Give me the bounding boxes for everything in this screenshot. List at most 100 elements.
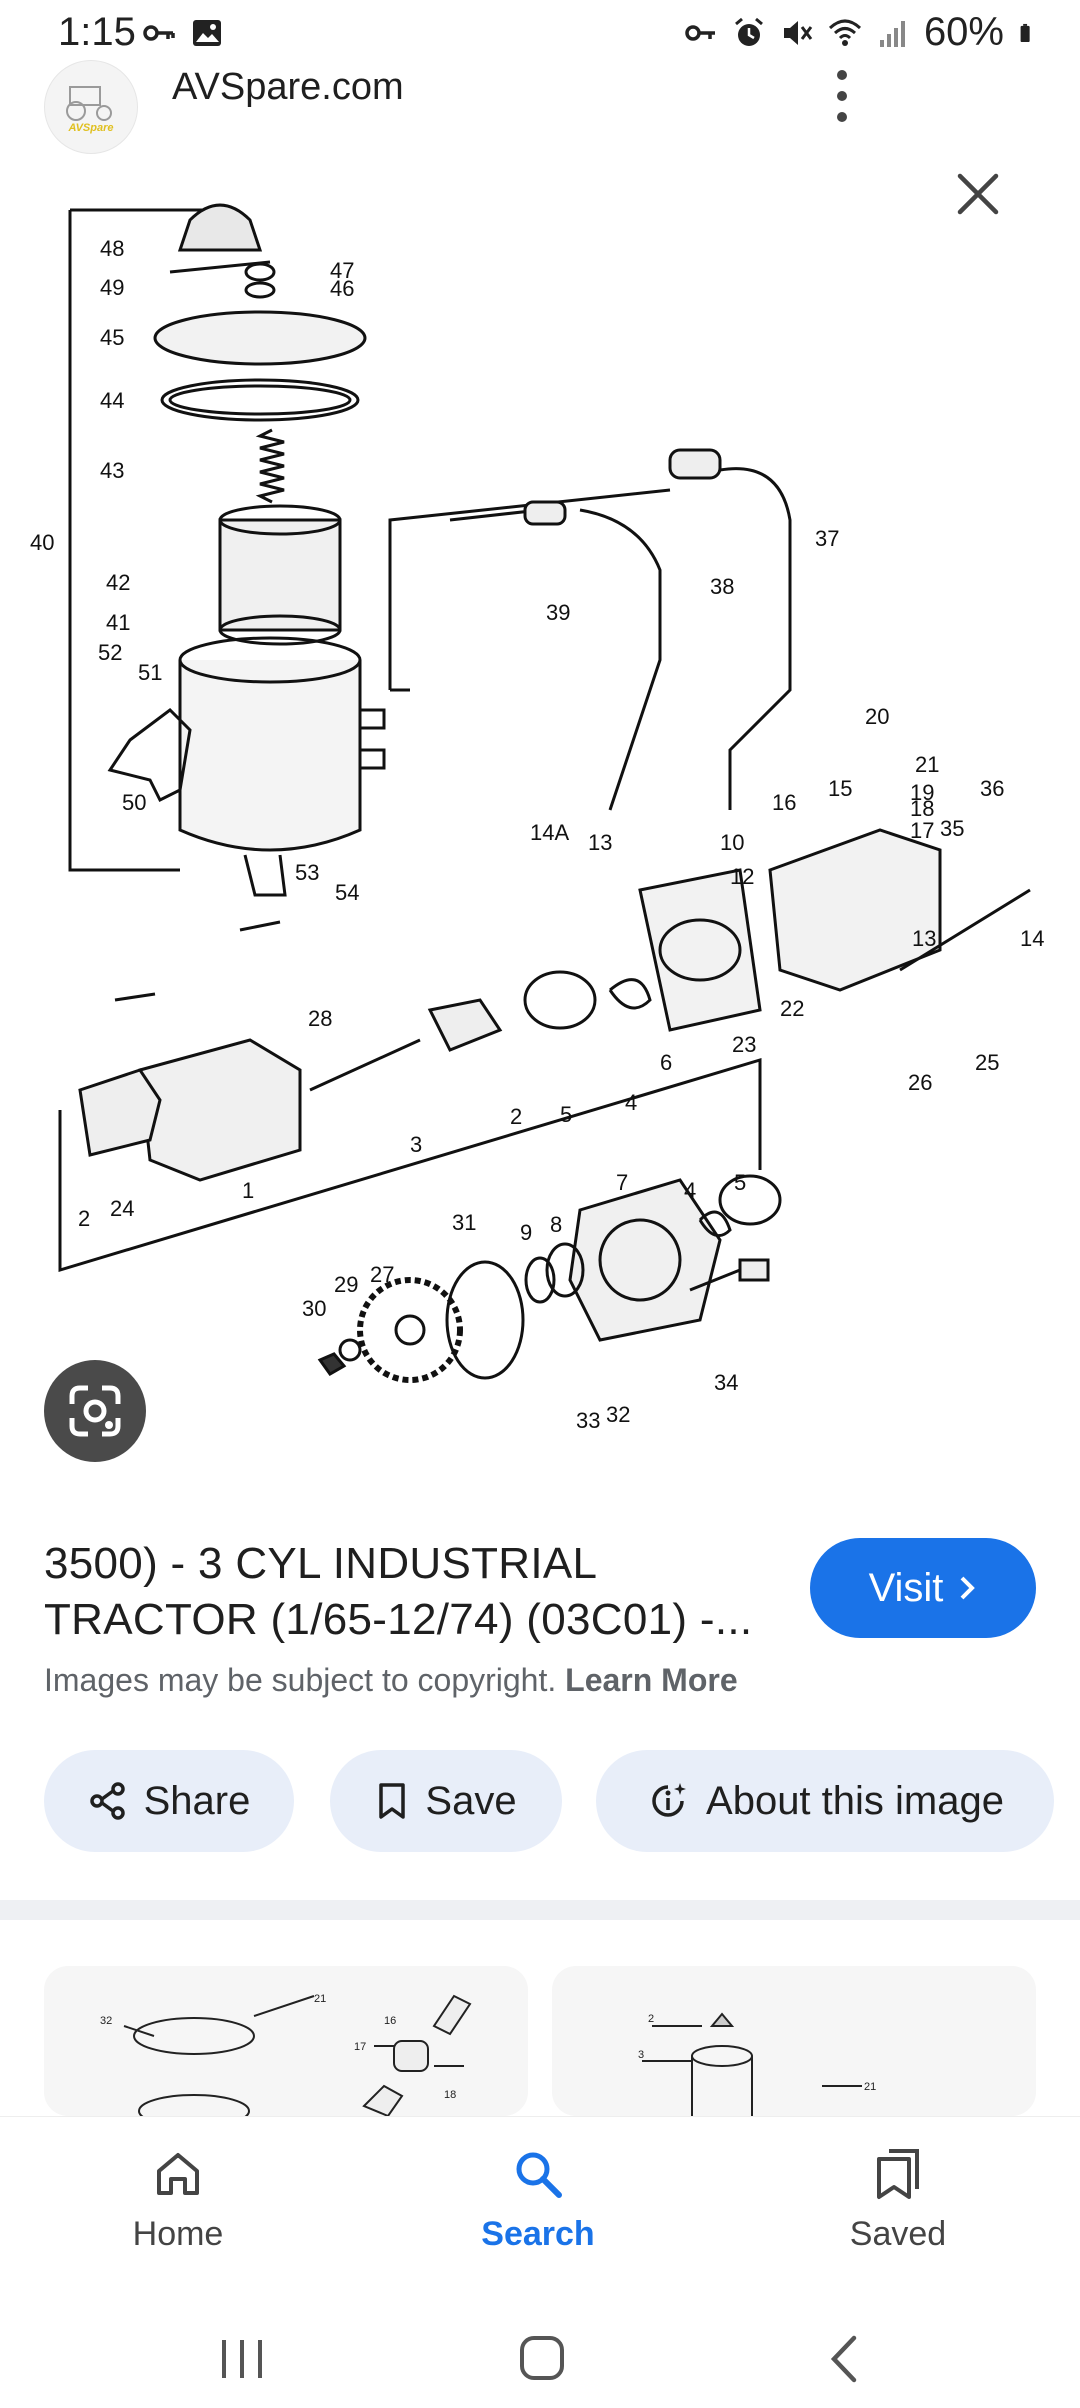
svg-text:15: 15: [828, 776, 852, 801]
site-name[interactable]: AVSpare.com: [172, 66, 404, 108]
svg-text:21: 21: [314, 1993, 326, 2005]
chevron-right-icon: [961, 1576, 976, 1600]
svg-text:17: 17: [910, 818, 934, 843]
nav-search-label: Search: [481, 2215, 595, 2253]
svg-text:49: 49: [100, 275, 124, 300]
status-bar: 1:15 60%: [0, 0, 1080, 70]
more-dot-icon: [837, 112, 847, 122]
svg-text:52: 52: [98, 640, 122, 665]
site-logo[interactable]: AVSpare: [44, 60, 138, 154]
svg-text:35: 35: [940, 816, 964, 841]
svg-text:23: 23: [732, 1032, 756, 1057]
svg-text:13: 13: [912, 926, 936, 951]
svg-text:51: 51: [138, 660, 162, 685]
svg-text:16: 16: [772, 790, 796, 815]
visit-label: Visit: [868, 1565, 944, 1610]
svg-text:45: 45: [100, 325, 124, 350]
svg-text:3: 3: [638, 2049, 644, 2061]
related-diagram-image: 32 21 16 17 18: [100, 1993, 472, 2116]
svg-text:22: 22: [780, 996, 804, 1021]
svg-text:16: 16: [384, 2015, 396, 2027]
svg-text:13: 13: [588, 830, 612, 855]
related-diagram-image: 23 21: [638, 2012, 876, 2116]
svg-text:53: 53: [295, 860, 319, 885]
svg-text:6: 6: [660, 1050, 672, 1075]
system-home-icon[interactable]: [512, 2332, 572, 2386]
svg-text:47: 47: [330, 258, 354, 283]
mute-icon: [783, 20, 813, 45]
svg-text:7: 7: [616, 1170, 628, 1195]
svg-text:18: 18: [444, 2089, 456, 2101]
visit-button[interactable]: Visit: [810, 1538, 1036, 1638]
svg-text:32: 32: [100, 2015, 112, 2027]
svg-text:17: 17: [354, 2041, 366, 2053]
svg-text:21: 21: [915, 752, 939, 777]
nav-home[interactable]: Home: [78, 2147, 278, 2277]
lens-search-button[interactable]: [44, 1360, 146, 1462]
svg-text:31: 31: [452, 1210, 476, 1235]
svg-text:39: 39: [546, 600, 570, 625]
battery-icon: [1020, 23, 1030, 42]
svg-text:36: 36: [980, 776, 1004, 801]
share-button[interactable]: Share: [44, 1750, 294, 1852]
close-icon[interactable]: [950, 166, 1006, 222]
back-icon[interactable]: [816, 2332, 876, 2386]
related-image-thumbnail[interactable]: 32 21 16 17 18: [44, 1966, 528, 2116]
saved-collections-icon: [877, 2149, 919, 2199]
more-options-button[interactable]: [822, 64, 862, 128]
key-icon: [143, 25, 175, 41]
status-right: 60%: [684, 10, 1040, 55]
search-icon: [516, 2152, 562, 2198]
recents-icon[interactable]: [212, 2332, 272, 2386]
save-button[interactable]: Save: [330, 1750, 562, 1852]
svg-text:28: 28: [308, 1006, 332, 1031]
share-label: Share: [143, 1778, 251, 1823]
svg-text:42: 42: [106, 570, 130, 595]
signal-icon: [879, 20, 905, 47]
svg-text:24: 24: [110, 1196, 134, 1221]
learn-more-link[interactable]: Learn More: [565, 1662, 738, 1698]
svg-text:5: 5: [734, 1170, 746, 1195]
about-this-image-button[interactable]: About this image: [596, 1750, 1054, 1852]
result-title[interactable]: 3500) - 3 CYL INDUSTRIAL TRACTOR (1/65-1…: [44, 1539, 753, 1644]
google-lens-icon: [69, 1385, 121, 1437]
svg-text:4: 4: [625, 1090, 637, 1115]
share-icon: [89, 1782, 125, 1820]
svg-text:48: 48: [100, 236, 124, 261]
svg-text:32: 32: [606, 1402, 630, 1427]
home-icon: [157, 2153, 199, 2195]
image-icon: [193, 20, 221, 46]
svg-text:37: 37: [815, 526, 839, 551]
svg-text:40: 40: [30, 530, 54, 555]
nav-saved[interactable]: Saved: [798, 2147, 998, 2277]
svg-text:2: 2: [78, 1206, 90, 1231]
svg-text:29: 29: [334, 1272, 358, 1297]
svg-text:14: 14: [1020, 926, 1044, 951]
svg-text:8: 8: [550, 1212, 562, 1237]
alarm-icon: [734, 17, 763, 46]
svg-text:33: 33: [576, 1408, 600, 1433]
battery-percentage: 60%: [923, 10, 1004, 54]
copyright-text: Images may be subject to copyright.: [44, 1662, 557, 1698]
bookmark-icon: [379, 1783, 406, 1819]
system-navigation-bar: [0, 2306, 1080, 2408]
svg-text:38: 38: [710, 574, 734, 599]
more-dot-icon: [837, 91, 847, 101]
copyright-notice: Images may be subject to copyright. Lear…: [44, 1662, 738, 1699]
svg-text:27: 27: [370, 1262, 394, 1287]
svg-text:5: 5: [560, 1102, 572, 1127]
svg-text:25: 25: [975, 1050, 999, 1075]
svg-text:3: 3: [410, 1132, 422, 1157]
info-sparkle-icon: [652, 1783, 687, 1817]
bottom-navigation: Home Search Saved: [0, 2116, 1080, 2306]
source-header: AVSpare AVSpare.com: [0, 56, 1080, 215]
svg-text:4: 4: [684, 1178, 696, 1203]
svg-text:46: 46: [330, 276, 354, 301]
svg-text:50: 50: [122, 790, 146, 815]
nav-search[interactable]: Search: [438, 2147, 638, 2277]
wifi-icon: [828, 19, 861, 46]
tractor-logo-icon: AVSpare: [66, 86, 114, 134]
save-label: Save: [425, 1778, 517, 1823]
